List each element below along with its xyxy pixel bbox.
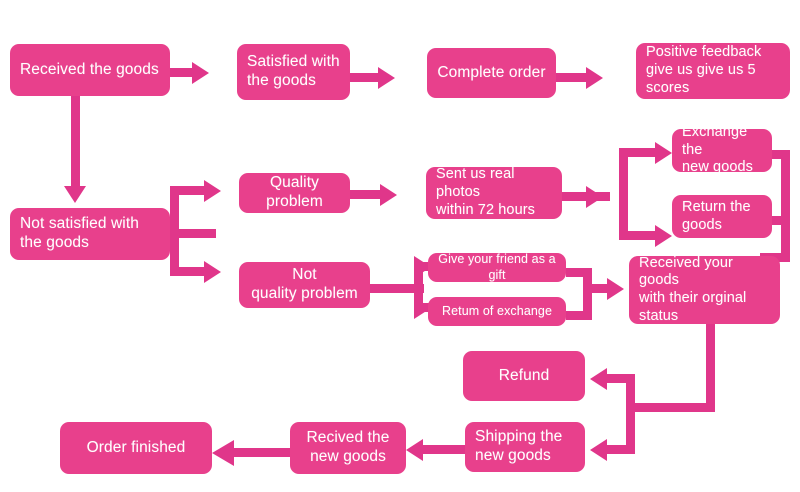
edge-recived-to-finished-arrow bbox=[212, 440, 234, 466]
node-received-the-goods-label: Received the goods bbox=[20, 60, 159, 78]
edge-photos-to-exchange-arrow bbox=[655, 142, 672, 164]
node-return-of-exchange-label: Retum of exchange bbox=[441, 303, 553, 318]
edge-shipping-to-recived-line bbox=[420, 445, 465, 454]
node-give-your-friend-as-a-gift[interactable]: Give your friend as a gift bbox=[428, 252, 566, 282]
node-not-satisfied-with-the-goods[interactable]: Not satisfied with the goods bbox=[10, 208, 170, 260]
edge-received-to-satisfied-arrow bbox=[192, 62, 209, 84]
node-quality-problem-label: Quality problem bbox=[266, 174, 323, 210]
right-rail-vertical bbox=[781, 150, 790, 262]
node-order-finished[interactable]: Order finished bbox=[60, 422, 212, 474]
edge-roe-to-rail bbox=[566, 311, 592, 320]
node-refund-label: Refund bbox=[498, 366, 550, 384]
edge-quality-to-photos-arrow bbox=[380, 184, 397, 206]
edge-photos-arrow bbox=[586, 186, 603, 208]
node-return-of-exchange[interactable]: Retum of exchange bbox=[428, 297, 566, 326]
node-return-the-goods-label: Return the goods bbox=[682, 198, 751, 233]
edge-notsatisfied-bracket bbox=[170, 186, 179, 276]
edge-notquality-to-roe-arrow bbox=[414, 297, 431, 319]
node-received-your-goods[interactable]: Received your goods with their orginal s… bbox=[629, 254, 780, 324]
edge-photos-to-exchange-line bbox=[619, 148, 655, 157]
edge-recived-to-finished-line bbox=[228, 448, 290, 457]
node-not-satisfied-with-the-goods-label: Not satisfied with the goods bbox=[20, 215, 139, 251]
edge-to-refund-arrow bbox=[590, 368, 607, 390]
edge-to-shipping-arrow bbox=[590, 439, 607, 461]
edge-received-to-notsatisfied-line bbox=[71, 96, 80, 190]
edge-photos-to-return-line bbox=[619, 231, 655, 240]
node-order-finished-label: Order finished bbox=[86, 438, 186, 456]
edge-received-to-notsatisfied-arrow bbox=[64, 186, 86, 203]
edge-midrail-to-receivedgoods-arrow bbox=[607, 278, 624, 300]
edge-gift-to-rail bbox=[566, 268, 592, 277]
edge-notsatisfied-to-quality-arrow bbox=[204, 180, 221, 202]
edge-receivedgoods-left bbox=[626, 403, 715, 412]
node-positive-feedback[interactable]: Positive feedback give us give us 5 scor… bbox=[636, 43, 790, 99]
node-quality-problem[interactable]: Quality problem bbox=[239, 173, 350, 213]
edge-to-shipping-line bbox=[604, 445, 632, 454]
edge-received-to-satisfied-line bbox=[170, 68, 192, 77]
node-satisfied-with-the-goods-label: Satisfied with the goods bbox=[247, 53, 340, 89]
edge-notquality-stub bbox=[370, 284, 424, 293]
edge-notsatisfied-to-quality-line bbox=[170, 186, 204, 195]
edge-notsatisfied-to-notquality-arrow bbox=[204, 261, 221, 283]
edge-satisfied-to-complete-line bbox=[350, 73, 378, 82]
node-complete-order-label: Complete order bbox=[437, 63, 546, 81]
node-not-quality-problem-label: Not quality problem bbox=[251, 266, 358, 302]
node-shipping-the-new-goods[interactable]: Shipping the new goods bbox=[465, 422, 585, 472]
node-sent-us-real-photos[interactable]: Sent us real photos within 72 hours bbox=[426, 166, 562, 219]
node-sent-us-real-photos-label: Sent us real photos within 72 hours bbox=[436, 166, 536, 218]
node-exchange-the-new-goods[interactable]: Exchange the new goods bbox=[672, 124, 772, 175]
edge-quality-to-photos-line bbox=[350, 190, 380, 199]
node-complete-order[interactable]: Complete order bbox=[427, 48, 556, 98]
edge-notquality-to-gift-arrow bbox=[414, 256, 431, 278]
refund-shipping-bracket bbox=[626, 374, 635, 454]
edge-notsatisfied-to-notquality-line bbox=[170, 267, 204, 276]
node-recived-the-new-goods[interactable]: Recived the new goods bbox=[290, 422, 406, 474]
node-received-your-goods-label: Received your goods with their orginal s… bbox=[639, 254, 747, 324]
node-recived-the-new-goods-label: Recived the new goods bbox=[306, 429, 390, 465]
node-satisfied-with-the-goods[interactable]: Satisfied with the goods bbox=[237, 44, 350, 100]
edge-shipping-to-recived-arrow bbox=[406, 439, 423, 461]
edge-receivedgoods-down bbox=[706, 324, 715, 412]
node-return-the-goods[interactable]: Return the goods bbox=[672, 195, 772, 238]
node-positive-feedback-label: Positive feedback give us give us 5 scor… bbox=[646, 44, 762, 96]
node-refund[interactable]: Refund bbox=[463, 351, 585, 401]
node-not-quality-problem[interactable]: Not quality problem bbox=[239, 262, 370, 308]
edge-complete-to-feedback-arrow bbox=[586, 67, 603, 89]
edge-satisfied-to-complete-arrow bbox=[378, 67, 395, 89]
node-shipping-the-new-goods-label: Shipping the new goods bbox=[475, 428, 563, 464]
node-exchange-the-new-goods-label: Exchange the new goods bbox=[682, 123, 754, 176]
edge-complete-to-feedback-line bbox=[556, 73, 586, 82]
edge-photos-to-return-arrow bbox=[655, 225, 672, 247]
node-received-the-goods[interactable]: Received the goods bbox=[10, 44, 170, 96]
edge-photos-bracket bbox=[619, 148, 628, 240]
edge-notquality-bracket bbox=[414, 262, 423, 312]
edge-midrail-to-receivedgoods-line bbox=[583, 284, 613, 293]
edge-notsatisfied-stub bbox=[170, 229, 216, 238]
node-give-your-friend-as-a-gift-label: Give your friend as a gift bbox=[438, 252, 556, 282]
edge-to-refund-line bbox=[604, 374, 632, 383]
